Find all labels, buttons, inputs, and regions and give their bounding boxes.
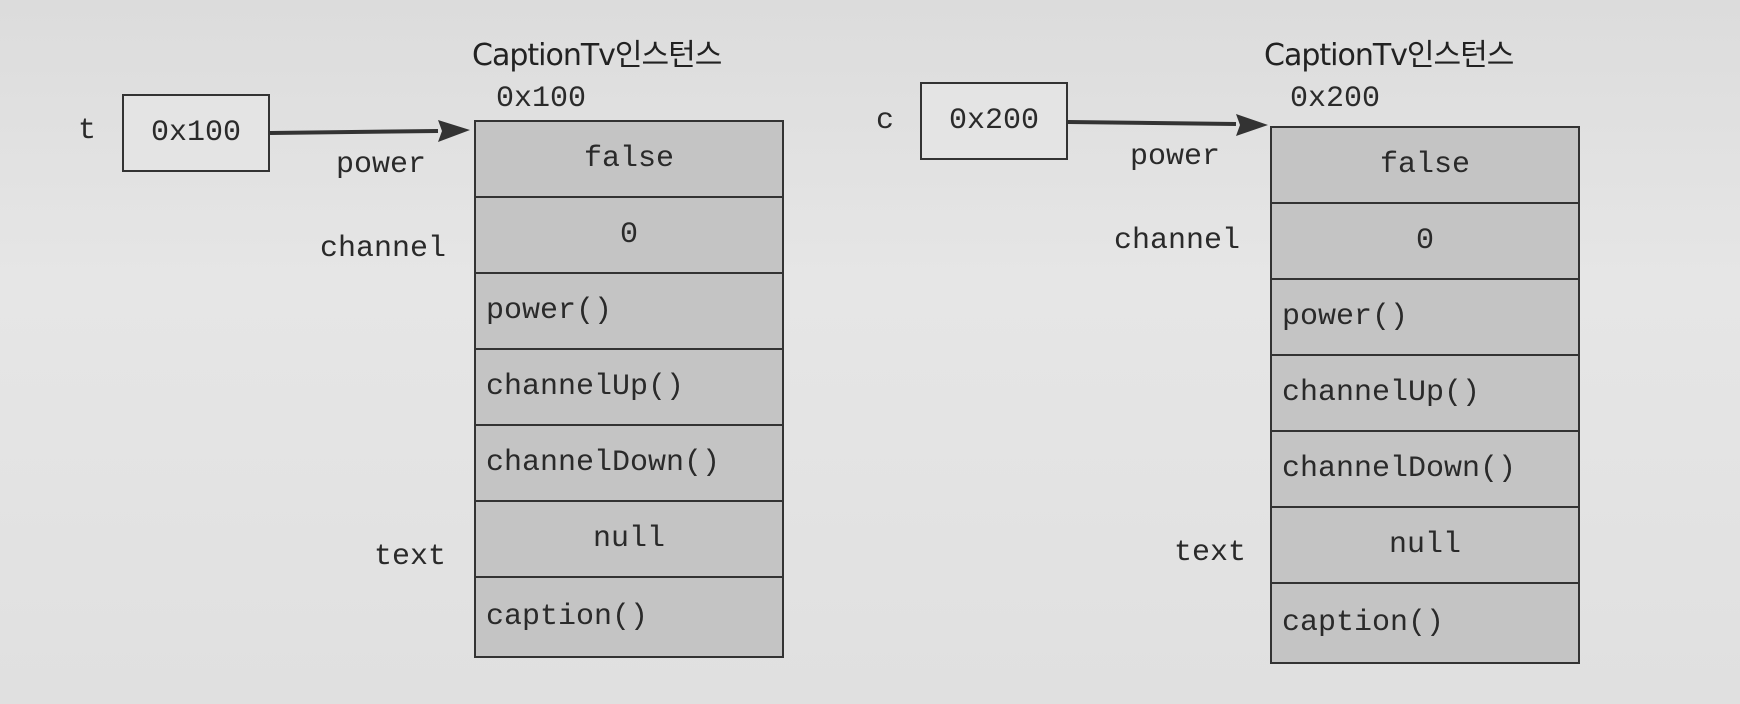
member-value: channelUp() (1282, 376, 1481, 410)
member-value: channelDown() (1282, 452, 1517, 486)
member-label-text: text (373, 540, 446, 574)
member-cell: caption() (1272, 584, 1578, 662)
member-cell: caption() (476, 578, 782, 656)
member-value: false (583, 142, 674, 176)
instance-box: false 0 power() channelUp() channelDown(… (474, 120, 784, 658)
member-value: channelUp() (486, 370, 685, 404)
member-label-power: power (335, 148, 426, 182)
instance-title: CaptionTv인스턴스 (1264, 38, 1514, 73)
member-value: caption() (1282, 606, 1445, 640)
member-cell: channelUp() (1272, 356, 1578, 432)
member-cell: false (1272, 128, 1578, 204)
member-cell: null (476, 502, 782, 578)
member-value: channelDown() (486, 446, 721, 480)
member-cell: channelDown() (1272, 432, 1578, 508)
member-value: false (1379, 148, 1470, 182)
left-diagram: CaptionTv인스턴스 0x100 t 0x100 power channe… (78, 38, 784, 658)
member-cell: 0 (476, 198, 782, 274)
member-cell: null (1272, 508, 1578, 584)
instance-address: 0x200 (1290, 82, 1381, 116)
member-cell: power() (1272, 280, 1578, 356)
right-diagram: CaptionTv인스턴스 0x200 c 0x200 power channe… (800, 0, 1670, 704)
reference-arrow (269, 120, 470, 142)
member-value: null (1388, 528, 1461, 562)
member-label-channel: channel (319, 232, 446, 266)
reference-variable-name: c (876, 104, 895, 138)
instance-address: 0x100 (496, 82, 587, 116)
member-label-channel: channel (1113, 224, 1240, 258)
member-value: 0 (619, 218, 638, 252)
member-cell: false (476, 122, 782, 198)
reference-variable-name: t (78, 114, 97, 148)
reference-value: 0x100 (150, 116, 241, 150)
reference-variable-box: 0x200 (920, 82, 1068, 160)
member-label-text: text (1173, 536, 1246, 570)
reference-value: 0x200 (948, 104, 1039, 138)
member-value: power() (1282, 300, 1409, 334)
member-value: power() (486, 294, 613, 328)
instance-box: false 0 power() channelUp() channelDown(… (1270, 126, 1580, 664)
member-cell: channelDown() (476, 426, 782, 502)
instance-title: CaptionTv인스턴스 (472, 38, 722, 73)
member-label-power: power (1129, 140, 1220, 174)
member-value: caption() (486, 600, 649, 634)
member-value: null (592, 522, 665, 556)
member-cell: power() (476, 274, 782, 350)
reference-variable-box: 0x100 (122, 94, 270, 172)
member-cell: 0 (1272, 204, 1578, 280)
member-value: 0 (1415, 224, 1434, 258)
member-cell: channelUp() (476, 350, 782, 426)
reference-arrow (1067, 114, 1268, 136)
